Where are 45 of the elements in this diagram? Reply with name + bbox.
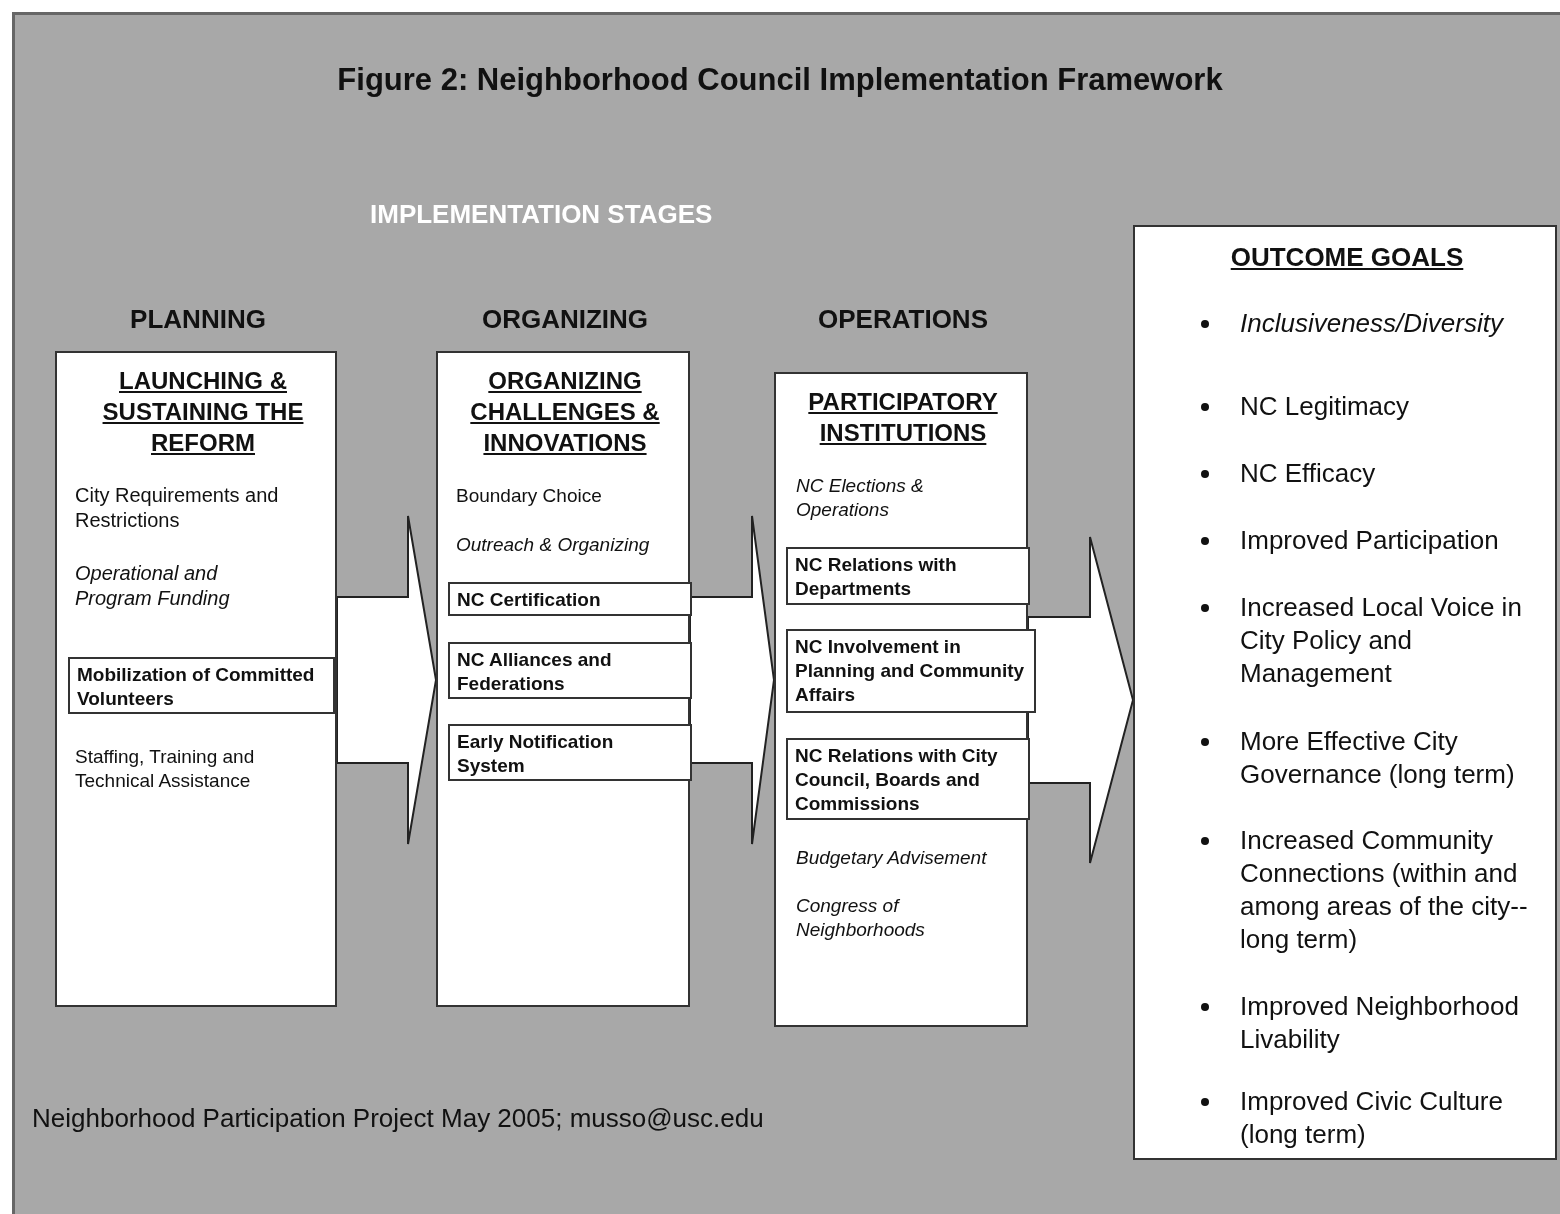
stage-heading: ORGANIZING	[480, 303, 650, 336]
panel-heading: OUTCOME GOALS	[1229, 241, 1465, 274]
item-box	[786, 547, 1030, 605]
bullet-item: Increased Community Connections (within and among areas of the city--long term)	[1240, 824, 1529, 956]
stage-heading: PLANNING	[129, 303, 267, 336]
bullet-item: Increased Local Voice in City Policy and Management	[1240, 591, 1523, 690]
item-label: NC Alliances and Federations	[456, 648, 613, 696]
body-text: Outreach & Organizing	[456, 533, 651, 557]
section-label: IMPLEMENTATION STAGES	[370, 199, 713, 230]
block-arrow	[1027, 536, 1135, 864]
item-box	[448, 724, 692, 781]
block-arrow	[336, 515, 437, 845]
block-arrow	[689, 515, 775, 845]
item-label: NC Relations with City Council, Boards and Commissions	[794, 744, 999, 816]
footer-note: Neighborhood Participation Project May 2005; musso@usc.edu	[32, 1103, 764, 1134]
stage-heading: OPERATIONS	[817, 303, 989, 336]
bullet-item: NC Efficacy	[1240, 457, 1377, 490]
item-box	[448, 642, 692, 699]
item-box	[68, 657, 335, 714]
bullet-item: Improved Neighborhood Livability	[1240, 990, 1520, 1056]
body-text: Budgetary Advisement	[796, 846, 988, 870]
item-box	[786, 738, 1030, 820]
body-text: Congress of Neighborhoods	[796, 894, 926, 942]
bullet-item: Improved Civic Culture (long term)	[1240, 1085, 1504, 1151]
section-heading: LAUNCHING & SUSTAINING THE REFORM	[101, 366, 305, 458]
title: Figure 2: Neighborhood Council Implementation Framework	[336, 62, 1224, 98]
bullet-item: Improved Participation	[1240, 524, 1500, 557]
section-heading: PARTICIPATORY INSTITUTIONS	[807, 387, 999, 448]
item-label: NC Involvement in Planning and Community Affairs	[794, 635, 1026, 707]
item-label: NC Relations with Departments	[794, 553, 958, 601]
body-text: NC Elections & Operations	[796, 474, 925, 522]
body-text: Boundary Choice	[456, 484, 603, 508]
body-text: Staffing, Training and Technical Assistance	[75, 745, 256, 793]
item-label: NC Certification	[456, 588, 602, 612]
bullet-item: Inclusiveness/Diversity	[1240, 307, 1505, 340]
item-box	[786, 629, 1036, 713]
section-heading: ORGANIZING CHALLENGES & INNOVATIONS	[469, 366, 661, 458]
body-text: Operational and Program Funding	[75, 561, 231, 611]
item-box	[448, 582, 692, 616]
body-text: City Requirements and Restrictions	[75, 483, 280, 533]
item-label: Early Notification System	[456, 730, 615, 778]
bullet-item: More Effective City Governance (long term)	[1240, 725, 1516, 791]
outcome-panel	[1133, 225, 1557, 1160]
bullet-item: NC Legitimacy	[1240, 390, 1411, 423]
item-label: Mobilization of Committed Volunteers	[76, 663, 316, 711]
